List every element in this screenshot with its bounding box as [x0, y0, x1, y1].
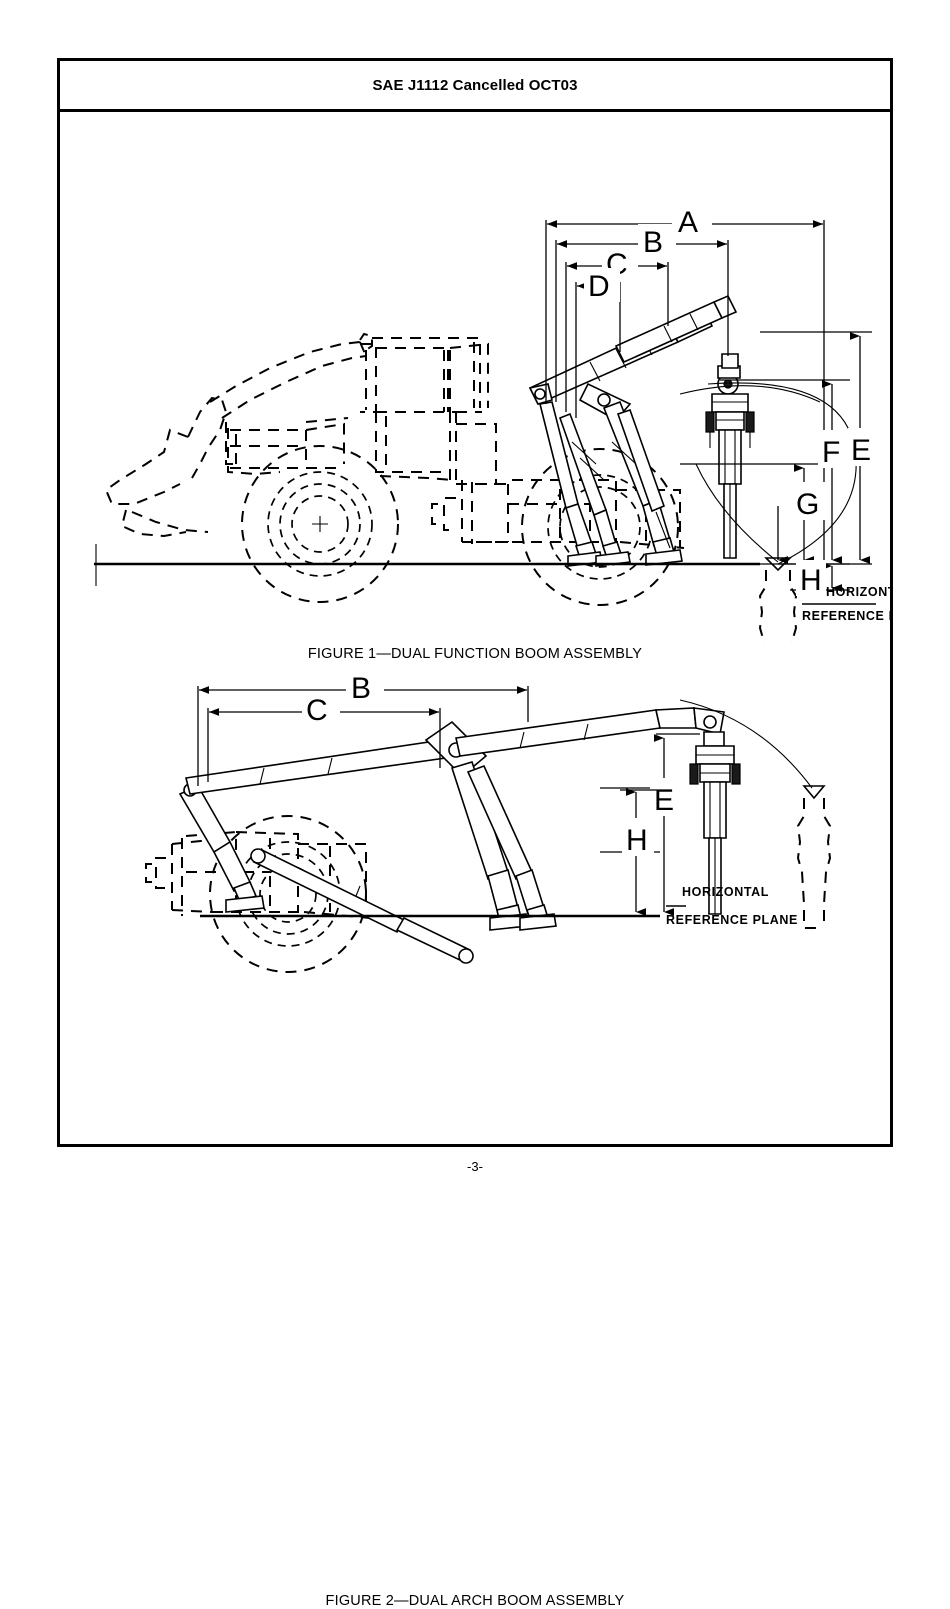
figure-1-container: A B C D — [60, 112, 890, 672]
dimension-label-A: A — [678, 206, 698, 239]
figure-2-horizontal-dimension-set: B C — [197, 672, 529, 786]
reach-arcs — [679, 382, 857, 565]
figure-1-vertical-dimension-set: E F G H — [680, 331, 882, 597]
figure-1-horizontal-dimension-set: A B C D — [545, 204, 825, 564]
page-frame: SAE J1112 Cancelled OCT03 — [57, 58, 893, 1609]
suspended-load-dashed-figure-2 — [796, 785, 832, 929]
reach-arc-figure-2 — [679, 699, 813, 789]
figure-2-vertical-dimension-set: E H — [600, 733, 700, 916]
dual-arch-boom-assembly — [178, 707, 725, 964]
dimension-label-H-figure-2: H — [626, 824, 648, 857]
figure-2-technical-drawing: B C E — [145, 672, 832, 973]
document-header-title: SAE J1112 Cancelled OCT03 — [372, 76, 578, 94]
dimension-label-G: G — [796, 488, 819, 521]
figure-1-technical-drawing: A B C D — [94, 204, 890, 642]
figure-2-container: B C E — [60, 672, 890, 1609]
tractor-outline-dashed — [104, 332, 685, 606]
hydraulic-breaker-tool — [705, 353, 755, 559]
figure-1-reference-plane-label: HORIZONTAL REFERENCE PLANE — [802, 585, 890, 623]
dimension-label-B: B — [643, 226, 663, 259]
dimension-label-C-figure-2: C — [306, 694, 328, 727]
dimension-label-E-figure-2: E — [654, 784, 674, 817]
dual-function-boom-assembly — [528, 294, 738, 567]
dimension-label-B-figure-2: B — [351, 672, 371, 705]
figure-2-caption: FIGURE 2—DUAL ARCH BOOM ASSEMBLY — [325, 1593, 625, 1609]
dimension-label-E: E — [851, 434, 871, 467]
document-content-area: A B C D — [60, 112, 890, 1609]
hydraulic-breaker-tool-figure-2 — [689, 731, 741, 915]
dimension-label-D: D — [588, 270, 610, 303]
reference-plane-line-1: HORIZONTAL — [826, 585, 890, 599]
reference-plane-line-2: REFERENCE PLANE — [802, 609, 890, 623]
figure-2-reference-plane-label: HORIZONTAL REFERENCE PLANE — [666, 885, 798, 927]
dimension-label-F: F — [822, 436, 840, 469]
suspended-load-dashed — [758, 557, 798, 642]
dimension-label-H: H — [800, 564, 822, 597]
page-number: -3- — [467, 1159, 483, 1174]
reference-plane-line-2-figure-2: REFERENCE PLANE — [666, 913, 798, 927]
ground-reference-plane-line — [94, 544, 760, 586]
reference-plane-line-1-figure-2: HORIZONTAL — [682, 885, 769, 899]
document-header-band: SAE J1112 Cancelled OCT03 — [60, 61, 890, 112]
figure-1-caption: FIGURE 1—DUAL FUNCTION BOOM ASSEMBLY — [307, 646, 643, 662]
